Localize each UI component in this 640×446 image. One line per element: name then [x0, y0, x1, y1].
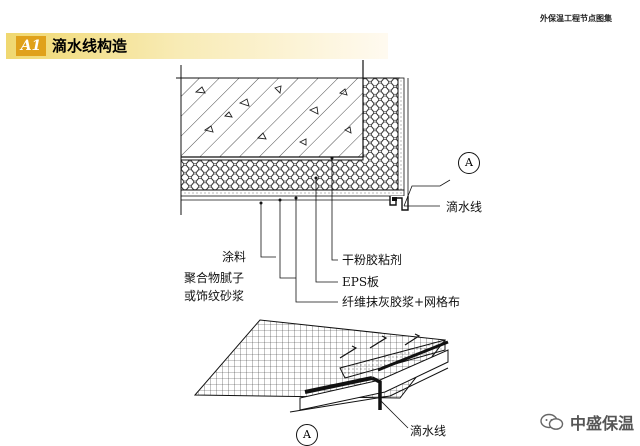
top-right-label: 外保温工程节点图集 [540, 14, 612, 23]
drip-groove [389, 196, 409, 211]
concrete-slab [181, 78, 363, 157]
watermark-text: 中盛保温 [569, 414, 634, 433]
label-putty-line2: 或饰纹砂浆 [184, 289, 245, 303]
label-paint: 涂料 [222, 250, 247, 264]
callout-a-top: A [458, 152, 480, 174]
label-drip-line-bottom: 滴水线 [410, 424, 447, 438]
label-adhesive: 干粉胶粘剂 [342, 253, 403, 267]
perspective-detail [193, 319, 449, 413]
label-drip-line-top: 滴水线 [446, 200, 483, 214]
section-badge: A1 [16, 36, 46, 56]
callout-a-bottom: A [296, 424, 318, 446]
label-mortar-mesh: 纤维抹灰胶浆+网格布 [342, 295, 461, 309]
label-eps: EPS板 [342, 275, 380, 289]
section-header: A1 滴水线构造 [6, 33, 388, 59]
wechat-icon [540, 413, 564, 430]
watermark: 中盛保温 [540, 410, 634, 434]
render-layers [180, 77, 409, 201]
label-putty-line1: 聚合物腻子 [184, 271, 245, 285]
section-title: 滴水线构造 [52, 37, 128, 55]
